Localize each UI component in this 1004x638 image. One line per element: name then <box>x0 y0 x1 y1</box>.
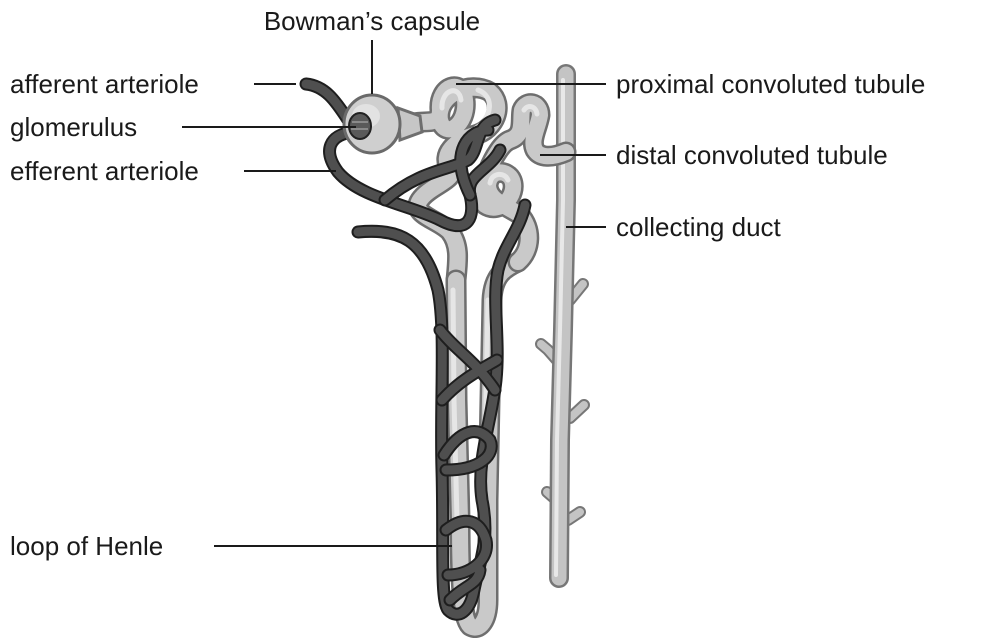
collecting-duct-label: collecting duct <box>616 212 782 242</box>
afferent-arteriole-label: afferent arteriole <box>10 69 199 99</box>
loop-of-henle-label: loop of Henle <box>10 531 163 561</box>
proximal-convoluted-tubule-label: proximal convoluted tubule <box>616 69 925 99</box>
distal-convoluted-tubule-label: distal convoluted tubule <box>616 140 888 170</box>
glomerulus-label: glomerulus <box>10 112 137 142</box>
efferent-arteriole-label: efferent arteriole <box>10 156 199 186</box>
bowmans-capsule-label: Bowman’s capsule <box>264 6 480 36</box>
